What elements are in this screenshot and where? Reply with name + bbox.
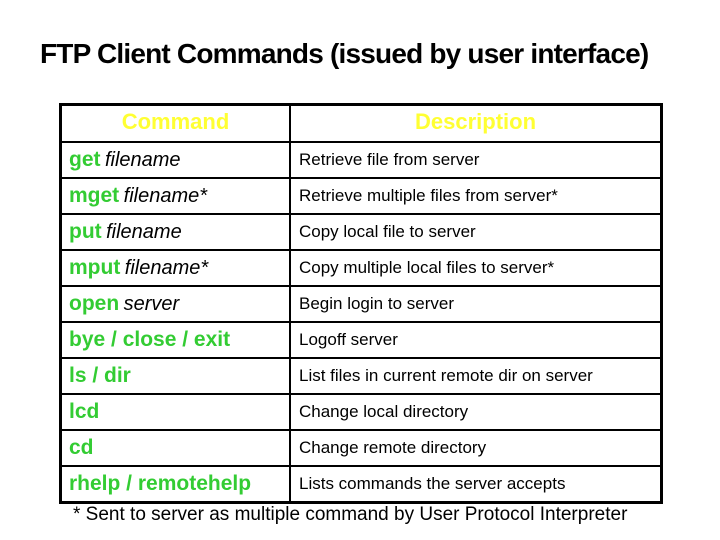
table-row: bye / close / exit Logoff server (62, 321, 660, 357)
page-title: FTP Client Commands (issued by user inte… (40, 38, 649, 69)
command-name: mput (69, 256, 121, 279)
command-cell: lcd (62, 395, 291, 429)
command-description: Change local directory (299, 402, 469, 421)
command-argument: filename (104, 149, 181, 171)
command-cell: ls / dir (62, 359, 291, 393)
footnote: * Sent to server as multiple command by … (73, 504, 628, 525)
command-cell: mput filename* (62, 251, 291, 285)
command-cell: put filename (62, 215, 291, 249)
command-name: rhelp / remotehelp (69, 472, 252, 495)
table-row: cd Change remote directory (62, 429, 660, 465)
table-row: get filename Retrieve file from server (62, 141, 660, 177)
command-name: open (69, 292, 120, 315)
command-description: Change remote directory (299, 438, 487, 457)
table-header-row: Command Description (62, 106, 660, 141)
command-cell: rhelp / remotehelp (62, 467, 291, 501)
command-argument: filename (106, 221, 182, 243)
table-row: mget filename* Retrieve multiple files f… (62, 177, 660, 213)
command-cell: get filename (62, 143, 291, 177)
command-description: Lists commands the server accepts (299, 474, 566, 493)
table-row: ls / dir List files in current remote di… (62, 357, 660, 393)
command-cell: cd (62, 431, 291, 465)
command-name: put (69, 220, 102, 243)
table-row: put filename Copy local file to server (62, 213, 660, 249)
table-row: lcd Change local directory (62, 393, 660, 429)
command-description: Copy multiple local files to server* (299, 258, 555, 277)
table-row: open server Begin login to server (62, 285, 660, 321)
commands-table: Command Description get filename Retriev… (59, 103, 663, 504)
command-name: bye / close / exit (69, 328, 231, 351)
command-name: ls / dir (69, 364, 131, 387)
command-name: get (69, 148, 101, 171)
command-cell: bye / close / exit (62, 323, 291, 357)
command-description: Retrieve multiple files from server* (299, 186, 558, 205)
column-header-command: Command (62, 106, 291, 141)
command-description: List files in current remote dir on serv… (299, 366, 593, 385)
command-description: Logoff server (299, 330, 398, 349)
command-argument: filename* (124, 257, 209, 279)
command-argument: filename* (123, 185, 208, 207)
table-row: rhelp / remotehelp Lists commands the se… (62, 465, 660, 501)
command-description: Copy local file to server (299, 222, 476, 241)
command-argument: server (123, 293, 180, 315)
command-description: Begin login to server (299, 294, 454, 313)
command-name: lcd (69, 400, 100, 423)
command-name: mget (69, 184, 120, 207)
column-header-description: Description (414, 109, 537, 134)
command-cell: open server (62, 287, 291, 321)
table-row: mput filename* Copy multiple local files… (62, 249, 660, 285)
command-description: Retrieve file from server (299, 150, 480, 169)
command-cell: mget filename* (62, 179, 291, 213)
command-name: cd (69, 436, 94, 459)
